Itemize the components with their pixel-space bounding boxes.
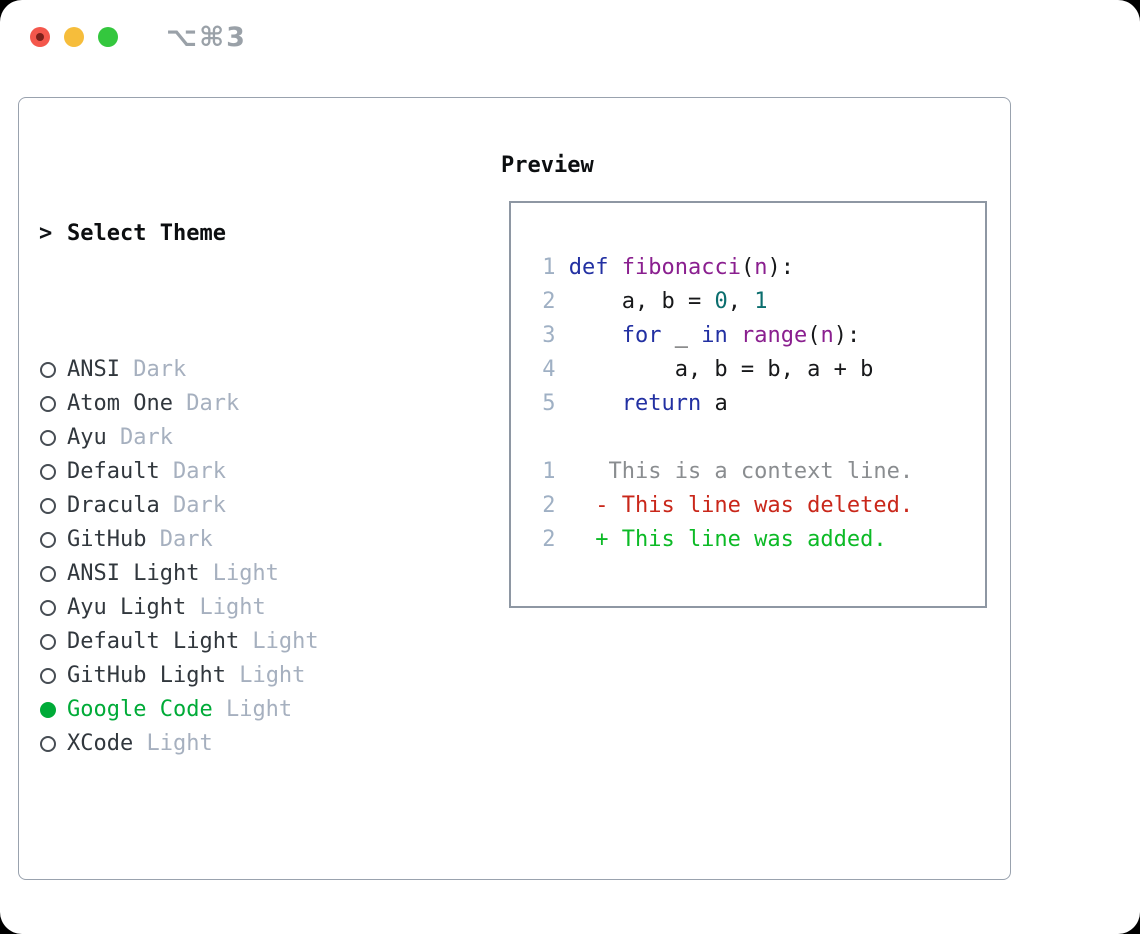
option-variant-label: Dark [172, 391, 240, 416]
radio-icon [39, 362, 67, 378]
option-variant-label: Light [133, 731, 213, 756]
option-label: Default Light [67, 629, 240, 654]
theme-option-github[interactable]: GitHub Dark [39, 523, 475, 557]
option-variant-label: Dark [146, 527, 213, 552]
code-line: 2 + This line was added. [529, 523, 985, 557]
theme-list-header-row: > Select Theme [39, 217, 475, 251]
option-label: Default [67, 459, 160, 484]
close-button-icon[interactable] [30, 27, 50, 47]
line-number: 3 [542, 323, 556, 348]
radio-icon [39, 736, 67, 752]
theme-option-dracula[interactable]: Dracula Dark [39, 489, 475, 523]
code-line: 3 for _ in range(n): [529, 319, 985, 353]
option-variant-label: Dark [119, 357, 187, 382]
code-line: 2 a, b = 0, 1 [529, 285, 985, 319]
line-number: 2 [542, 289, 556, 314]
radio-icon [39, 668, 67, 684]
theme-option-ansi-light[interactable]: ANSI Light Light [39, 557, 475, 591]
theme-option-ayu[interactable]: Ayu Dark [39, 421, 475, 455]
option-label: Ayu [67, 425, 107, 450]
radio-icon [39, 634, 67, 650]
option-variant-label: Light [225, 663, 306, 688]
radio-icon [39, 464, 67, 480]
spacer [39, 863, 475, 897]
radio-icon [39, 396, 67, 412]
maximize-button-icon[interactable] [98, 27, 118, 47]
option-label: ANSI [67, 357, 120, 382]
code-line: 1 This is a context line. [529, 455, 985, 489]
option-variant-label: Light [186, 595, 266, 620]
theme-option-xcode[interactable]: XCode Light [39, 727, 475, 761]
window-controls [30, 27, 118, 47]
option-variant-label: Dark [159, 493, 226, 518]
option-variant-label: Dark [159, 459, 226, 484]
option-variant-label: Light [199, 561, 279, 586]
theme-option-ayu-light[interactable]: Ayu Light Light [39, 591, 475, 625]
theme-option-default-light[interactable]: Default Light Light [39, 625, 475, 659]
theme-option-atom-one[interactable]: Atom One Dark [39, 387, 475, 421]
option-label: Google Code [67, 697, 213, 722]
code-line [529, 421, 985, 455]
radio-selected-icon [39, 702, 67, 718]
option-label: XCode [67, 731, 134, 756]
theme-list-title: Select Theme [67, 221, 226, 246]
code-line: 5 return a [529, 387, 985, 421]
radio-icon [39, 430, 67, 446]
cursor-chevron-icon: > [39, 221, 53, 246]
option-label: GitHub [67, 527, 147, 552]
option-label: Dracula [67, 493, 160, 518]
radio-icon [39, 498, 67, 514]
theme-option-ansi[interactable]: ANSI Dark [39, 353, 475, 387]
radio-icon [39, 600, 67, 616]
code-line: 2 - This line was deleted. [529, 489, 985, 523]
option-label: Ayu Light [67, 595, 187, 620]
code-line: 4 a, b = b, a + b [529, 353, 985, 387]
preview-title: Preview [501, 153, 594, 178]
window-title: ⌥⌘3 [166, 22, 247, 53]
radio-icon [39, 566, 67, 582]
line-number: 5 [542, 391, 556, 416]
code-line: 1 def fibonacci(n): [529, 251, 985, 285]
option-variant-label: Light [212, 697, 293, 722]
line-number: 1 [542, 459, 556, 484]
theme-option-github-light[interactable]: GitHub Light Light [39, 659, 475, 693]
line-number: 2 [542, 493, 556, 518]
line-number: 1 [542, 255, 556, 280]
line-number: 2 [542, 527, 556, 552]
theme-option-default[interactable]: Default Dark [39, 455, 475, 489]
option-label: ANSI Light [67, 561, 200, 586]
option-variant-label: Light [239, 629, 319, 654]
minimize-button-icon[interactable] [64, 27, 84, 47]
option-variant-label: Dark [106, 425, 173, 450]
option-label: GitHub Light [67, 663, 226, 688]
radio-icon [39, 532, 67, 548]
theme-option-google-code[interactable]: Google Code Light [39, 693, 475, 727]
line-number: 4 [542, 357, 556, 382]
option-label: Atom One [67, 391, 173, 416]
